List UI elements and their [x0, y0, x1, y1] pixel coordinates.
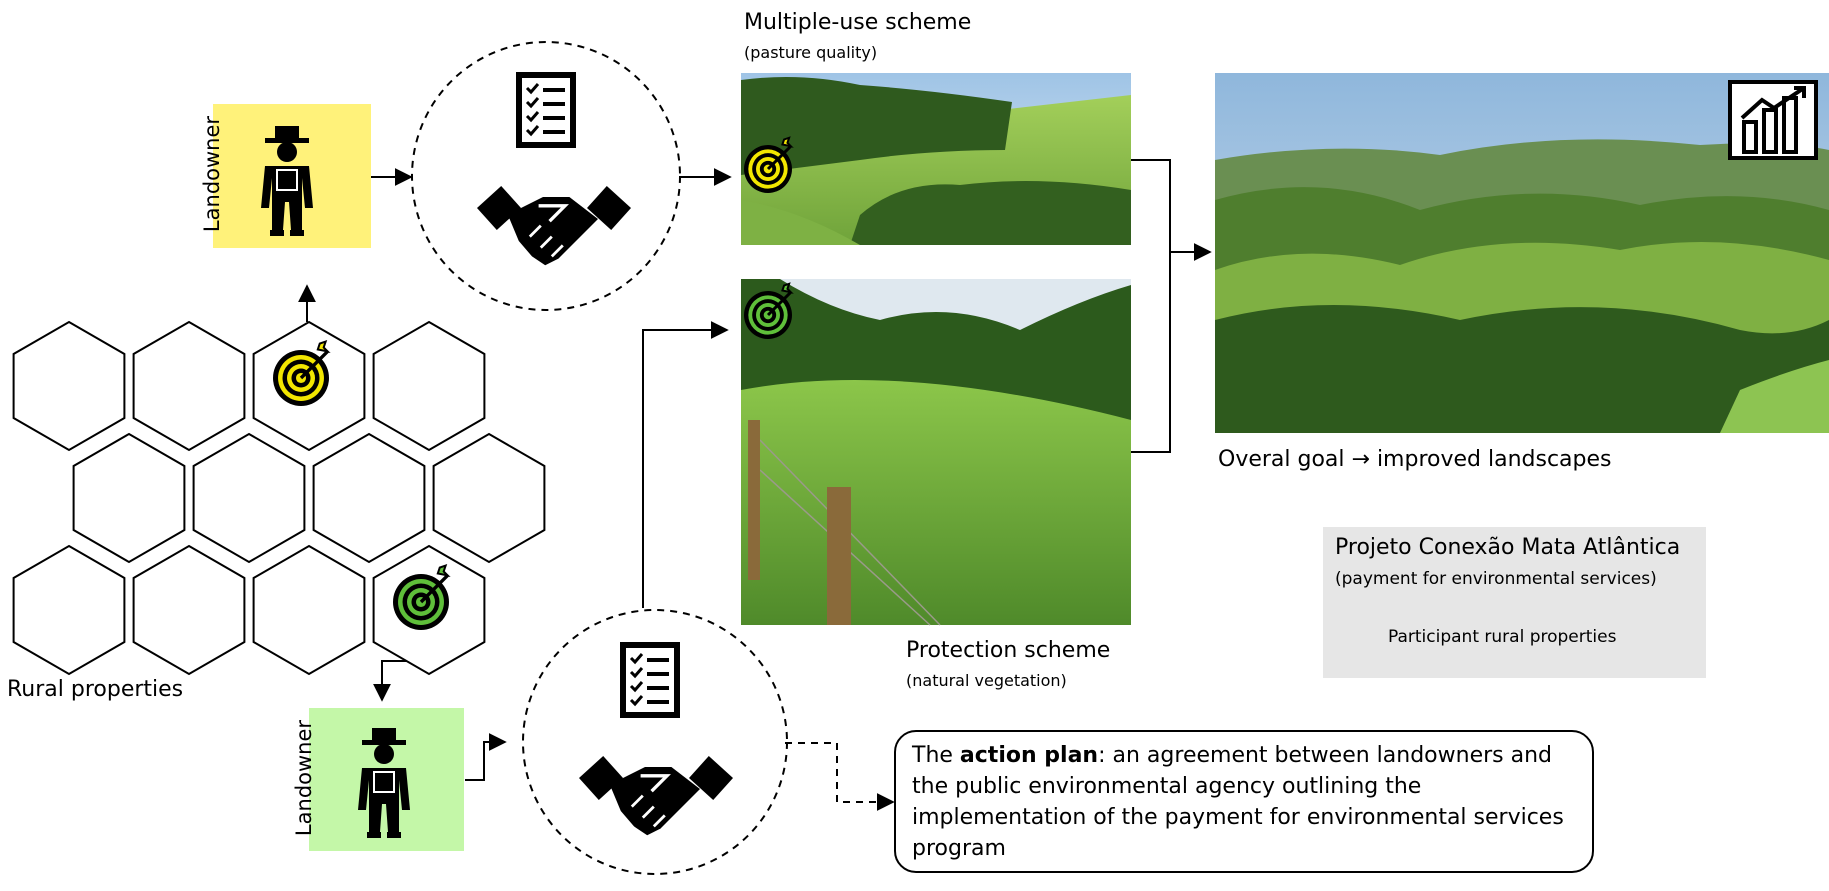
rural-property-hex: [72, 432, 186, 564]
legend-item-label: Participant rural properties: [1388, 627, 1617, 647]
goal-text: Overal goal → improved landscapes: [1218, 447, 1612, 472]
target-arrow-tip: [436, 564, 451, 578]
agreement-circle-bottom: [522, 609, 788, 875]
target-arrow: [299, 350, 329, 380]
target-icon: [744, 282, 794, 339]
target-arrow-tip: [781, 282, 794, 294]
protection-subtitle: (natural vegetation): [906, 671, 1067, 690]
target-arrow: [419, 574, 449, 604]
target-arrow: [766, 145, 792, 171]
growth-chart-icon: [1728, 80, 1818, 160]
rural-property-hex: [132, 320, 246, 452]
rural-property-hex: [192, 432, 306, 564]
target-icon: [273, 340, 331, 406]
target-icon: [393, 564, 451, 630]
legend-title: Projeto Conexão Mata Atlântica: [1335, 535, 1681, 560]
rural-property-hex: [312, 432, 426, 564]
pasture-photo: [741, 73, 1131, 245]
target-arrow-tip: [781, 136, 794, 148]
action-plan-text: : an agreement between landowners and th…: [912, 743, 1564, 861]
action-plan-box: The action plan: an agreement between la…: [894, 730, 1594, 873]
action-plan-bold: action plan: [959, 743, 1099, 768]
agreement-circle-top: [411, 41, 681, 311]
legend-box: Projeto Conexão Mata Atlântica (payment …: [1323, 527, 1706, 678]
rural-property-hex: [252, 544, 366, 676]
landowner-top-label: Landowner: [200, 115, 224, 233]
action-plan-prefix: The: [912, 743, 960, 768]
target-arrow: [766, 291, 792, 317]
protection-photo: [741, 279, 1131, 626]
multiple-use-subtitle: (pasture quality): [744, 43, 878, 62]
rural-properties-label: Rural properties: [7, 677, 184, 702]
target-icon: [744, 136, 794, 193]
landscape-photo: [1215, 73, 1829, 433]
rural-property-hex: [132, 544, 246, 676]
rural-property-hex: [432, 432, 546, 564]
rural-properties-grid: [12, 320, 546, 676]
legend-subtitle: (payment for environmental services): [1335, 569, 1657, 589]
rural-property-hex: [12, 320, 126, 452]
checklist-icon: [514, 70, 578, 150]
handshake-icon: [577, 754, 735, 837]
protection-title: Protection scheme: [906, 638, 1111, 663]
rural-property-hex: [372, 320, 486, 452]
rural-property-hex: [12, 544, 126, 676]
landowner-bottom-label: Landowner: [292, 719, 316, 837]
handshake-icon: [475, 184, 633, 267]
multiple-use-title: Multiple-use scheme: [744, 10, 972, 35]
checklist-icon: [618, 640, 682, 720]
target-arrow-tip: [316, 340, 331, 354]
